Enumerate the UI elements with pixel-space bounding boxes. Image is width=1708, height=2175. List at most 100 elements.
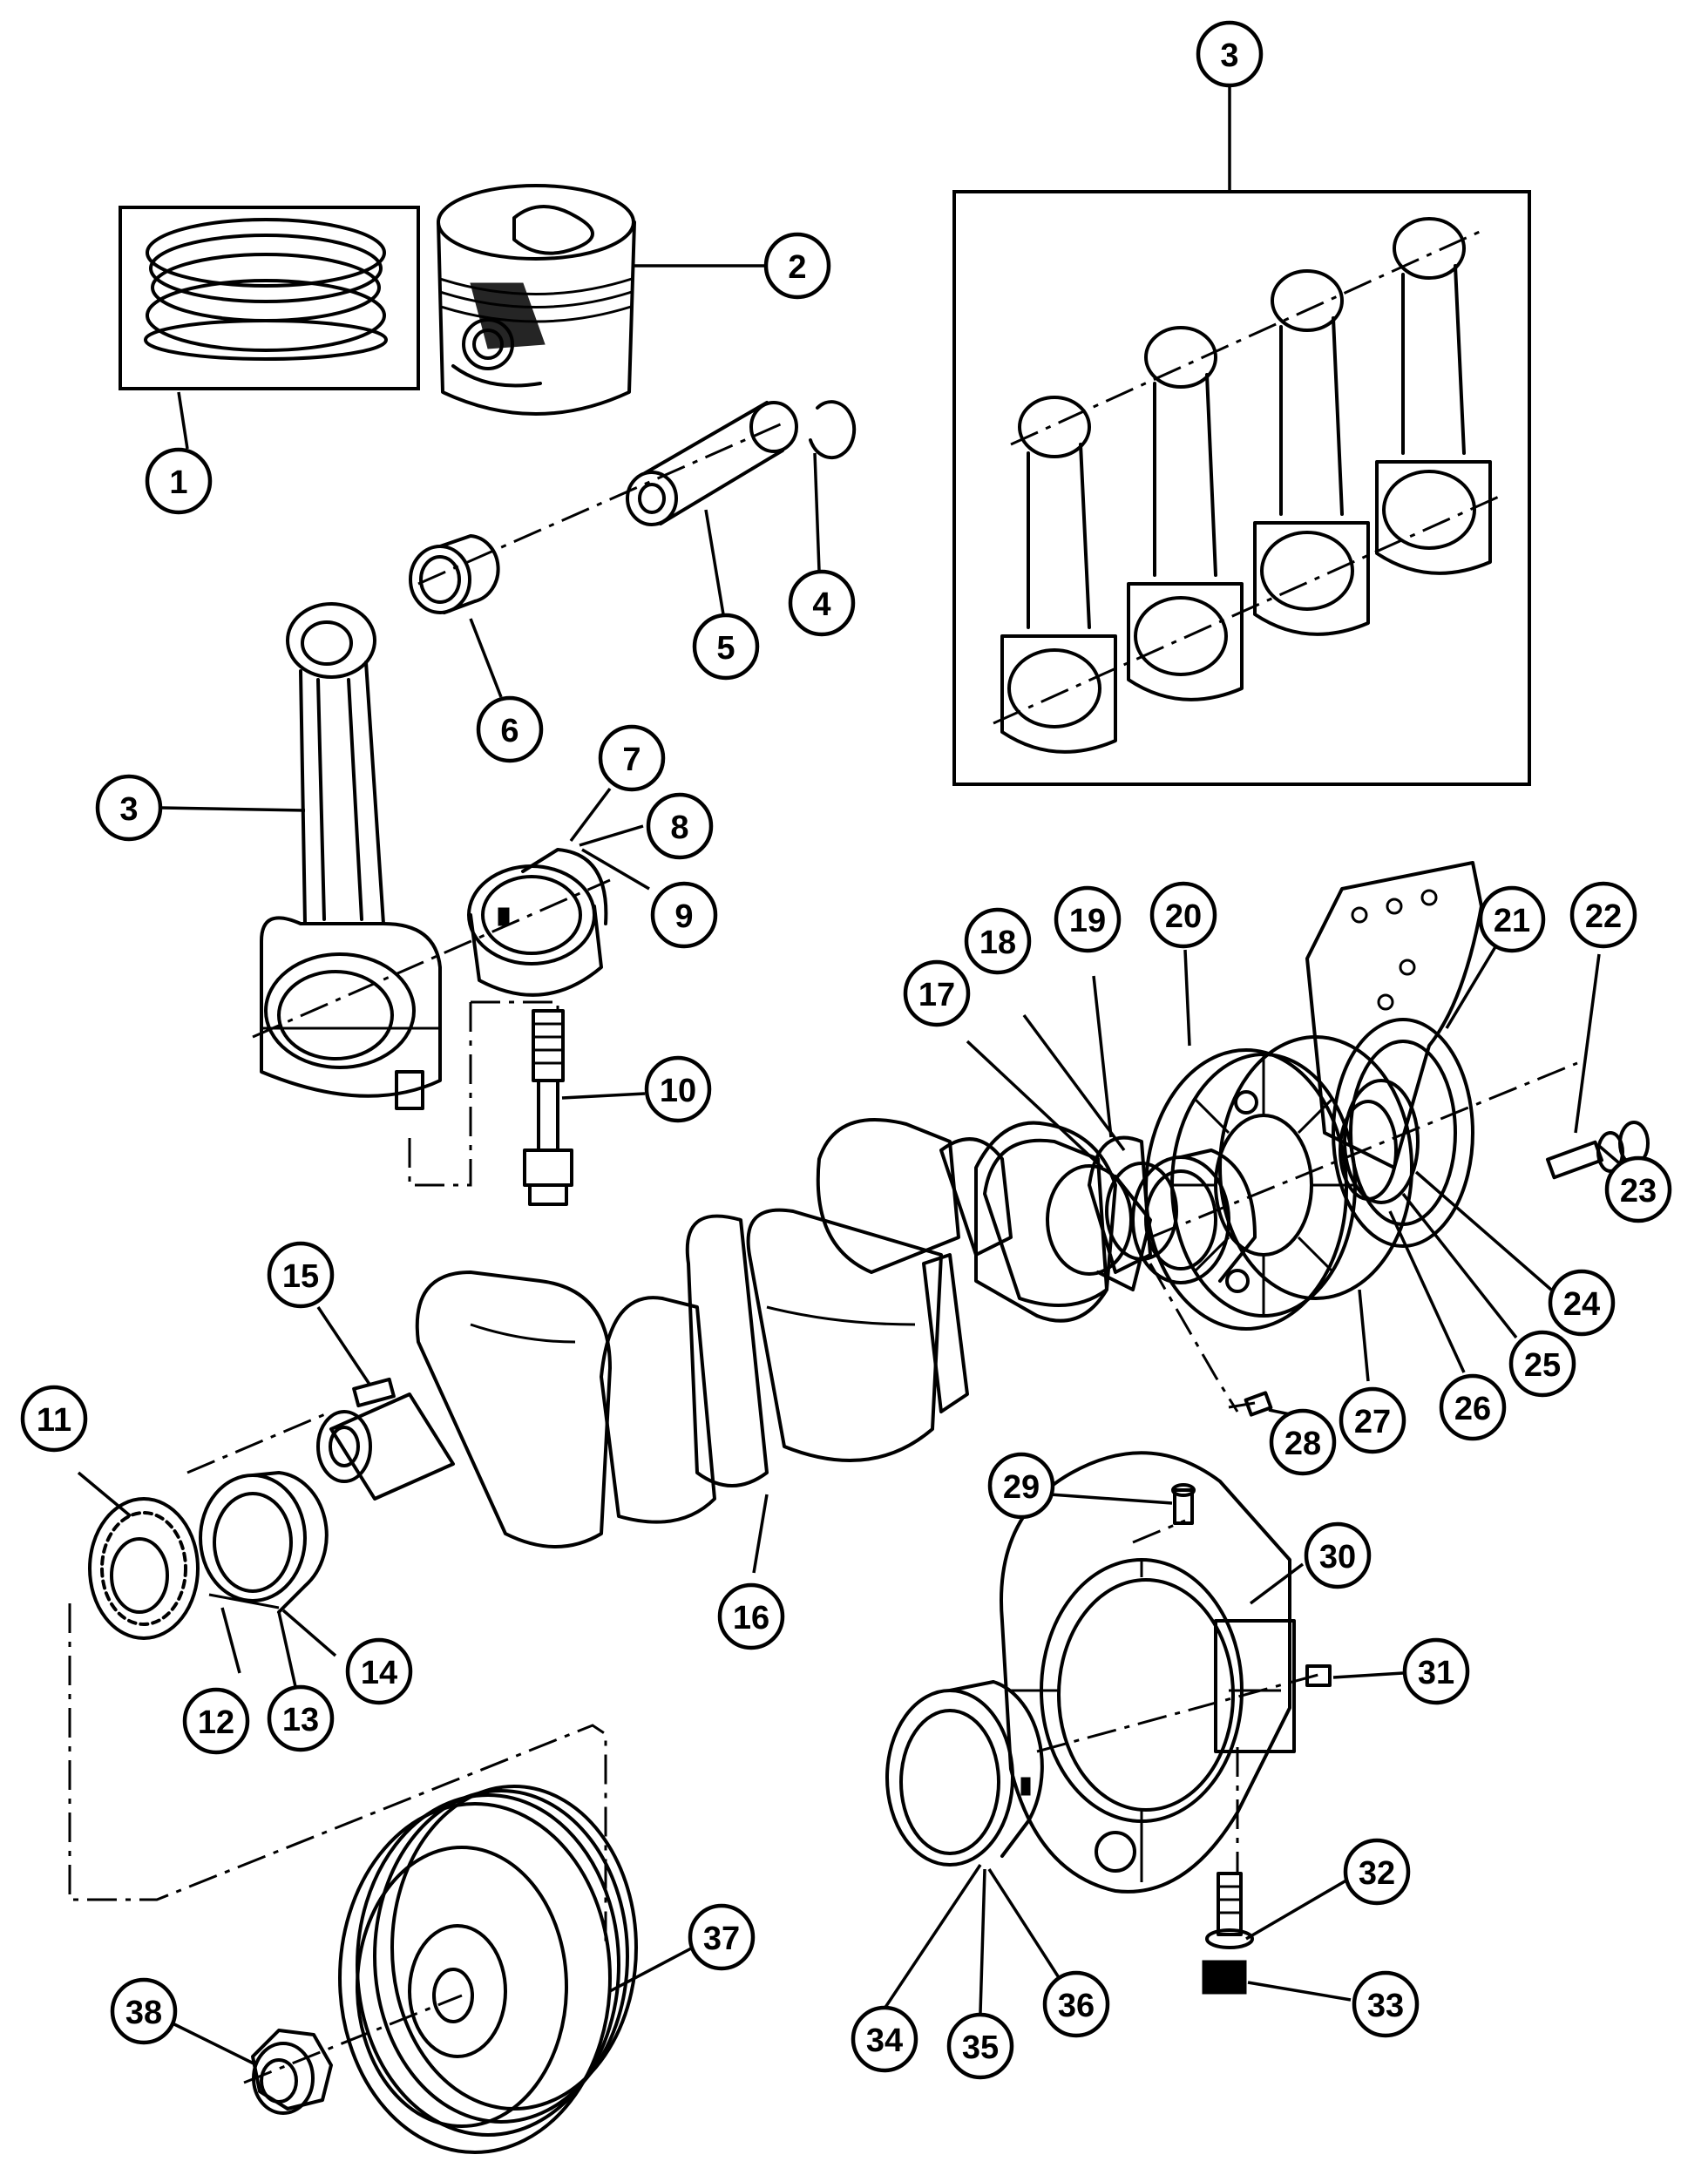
callout-9-label: 9 <box>674 898 693 935</box>
carrier-dowel-drawing <box>1305 1664 1332 1687</box>
callout-3-rod-set: 3 <box>1196 20 1264 88</box>
callout-3-rod-set-label: 3 <box>1220 37 1238 74</box>
callout-19: 19 <box>1054 885 1122 953</box>
callout-7: 7 <box>598 724 666 792</box>
callout-23: 23 <box>1604 1155 1672 1223</box>
piston-pin-circlip-drawing <box>809 400 857 460</box>
callout-13: 13 <box>267 1684 335 1752</box>
callout-27-label: 27 <box>1354 1404 1391 1440</box>
crankshaft-gear-drawing <box>88 1497 200 1640</box>
rear-bearing-and-seal-drawing <box>1105 1148 1257 1284</box>
callout-10-label: 10 <box>660 1073 696 1109</box>
callout-4-label: 4 <box>812 586 830 623</box>
callout-36: 36 <box>1042 1970 1110 2038</box>
callout-32-label: 32 <box>1359 1855 1395 1892</box>
callout-10: 10 <box>644 1055 712 1123</box>
callout-2-label: 2 <box>788 249 806 286</box>
callout-22: 22 <box>1569 881 1637 949</box>
seal-ring-components-drawing <box>1339 1079 1420 1204</box>
callout-16-label: 16 <box>733 1600 769 1636</box>
callout-35-label: 35 <box>962 2029 999 2066</box>
callout-29-label: 29 <box>1003 1469 1040 1506</box>
callout-36-label: 36 <box>1058 1988 1095 2024</box>
connecting-rod-set-drawing <box>952 190 1531 786</box>
callout-3-rod: 3 <box>95 774 163 842</box>
dowel-drawing <box>1244 1391 1273 1417</box>
callout-1: 1 <box>145 447 213 515</box>
callout-24: 24 <box>1548 1269 1616 1337</box>
callout-34-label: 34 <box>866 2023 903 2059</box>
piston-drawing <box>437 184 636 416</box>
callout-5-label: 5 <box>716 630 735 667</box>
callout-28-label: 28 <box>1284 1426 1321 1462</box>
callout-12-label: 12 <box>198 1704 234 1741</box>
callout-21: 21 <box>1478 885 1546 953</box>
callout-15-label: 15 <box>282 1258 319 1295</box>
callout-8-label: 8 <box>670 810 688 846</box>
callout-37: 37 <box>688 1903 756 1971</box>
rear-bearing-carrier-drawing <box>1144 1048 1357 1331</box>
woodruff-key-drawing <box>352 1377 396 1408</box>
callout-37-label: 37 <box>703 1921 740 1957</box>
intermediate-main-bearing-drawing <box>885 1680 1044 1867</box>
callout-30-label: 30 <box>1319 1539 1356 1575</box>
rear-oil-seal-drawing <box>1332 1018 1474 1248</box>
connecting-rod-drawing <box>260 602 442 1110</box>
callout-21-label: 21 <box>1494 903 1530 939</box>
callout-29: 29 <box>987 1452 1055 1520</box>
callout-23-label: 23 <box>1620 1173 1657 1209</box>
callout-14-label: 14 <box>361 1655 397 1691</box>
callout-34: 34 <box>851 2005 918 2073</box>
callout-32: 32 <box>1343 1838 1411 1906</box>
callout-11-label: 11 <box>37 1402 71 1439</box>
big-end-bearing-shells-drawing <box>467 848 608 997</box>
callout-20: 20 <box>1149 881 1217 949</box>
callout-2: 2 <box>763 232 831 300</box>
assembly-centre-lines <box>68 421 1578 2084</box>
callout-17-label: 17 <box>918 977 955 1013</box>
callout-38-label: 38 <box>125 1995 162 2031</box>
callout-28: 28 <box>1269 1408 1337 1476</box>
callout-6-label: 6 <box>500 713 518 749</box>
callout-14: 14 <box>345 1637 413 1705</box>
callout-27: 27 <box>1339 1386 1406 1454</box>
connecting-rod-bolt-drawing <box>523 1009 573 1206</box>
callout-31-label: 31 <box>1418 1655 1454 1691</box>
callout-26-label: 26 <box>1454 1391 1491 1427</box>
callout-33-label: 33 <box>1367 1988 1404 2024</box>
callout-12: 12 <box>182 1687 250 1755</box>
callout-25-label: 25 <box>1524 1347 1561 1384</box>
callout-26: 26 <box>1439 1373 1507 1441</box>
callout-5: 5 <box>692 613 760 681</box>
callout-8: 8 <box>646 792 714 860</box>
callout-30: 30 <box>1304 1521 1372 1589</box>
locating-screw-drawing <box>1171 1483 1196 1525</box>
callout-38: 38 <box>110 1977 178 2045</box>
callout-13-label: 13 <box>282 1702 319 1738</box>
callout-3-rod-label: 3 <box>119 791 138 828</box>
callout-25: 25 <box>1508 1330 1576 1398</box>
callout-22-label: 22 <box>1585 898 1622 935</box>
piston-ring-set-drawing <box>119 206 420 390</box>
callout-11: 11 <box>20 1385 88 1453</box>
callout-31: 31 <box>1402 1637 1470 1705</box>
intermediate-bearing-carrier-drawing <box>1000 1451 1296 1894</box>
callout-6: 6 <box>476 695 544 763</box>
small-end-bushing-drawing <box>409 534 500 614</box>
pulley-nut-drawing <box>251 2029 333 2115</box>
crankshaft-pulley-drawing <box>338 1785 638 2154</box>
piston-pin-drawing <box>626 401 798 526</box>
callout-24-label: 24 <box>1563 1286 1600 1323</box>
callout-17: 17 <box>903 959 971 1027</box>
leader-lines <box>77 85 1631 2067</box>
callout-18: 18 <box>964 907 1032 975</box>
callout-9: 9 <box>650 881 718 949</box>
callout-20-label: 20 <box>1165 898 1202 935</box>
front-main-bearing-drawing <box>199 1471 329 1614</box>
callout-15: 15 <box>267 1241 335 1309</box>
callout-4: 4 <box>788 569 856 637</box>
callout-35: 35 <box>946 2012 1014 2080</box>
carrier-clamp-bolt-drawing <box>1202 1872 1254 1995</box>
callout-18-label: 18 <box>979 925 1016 961</box>
